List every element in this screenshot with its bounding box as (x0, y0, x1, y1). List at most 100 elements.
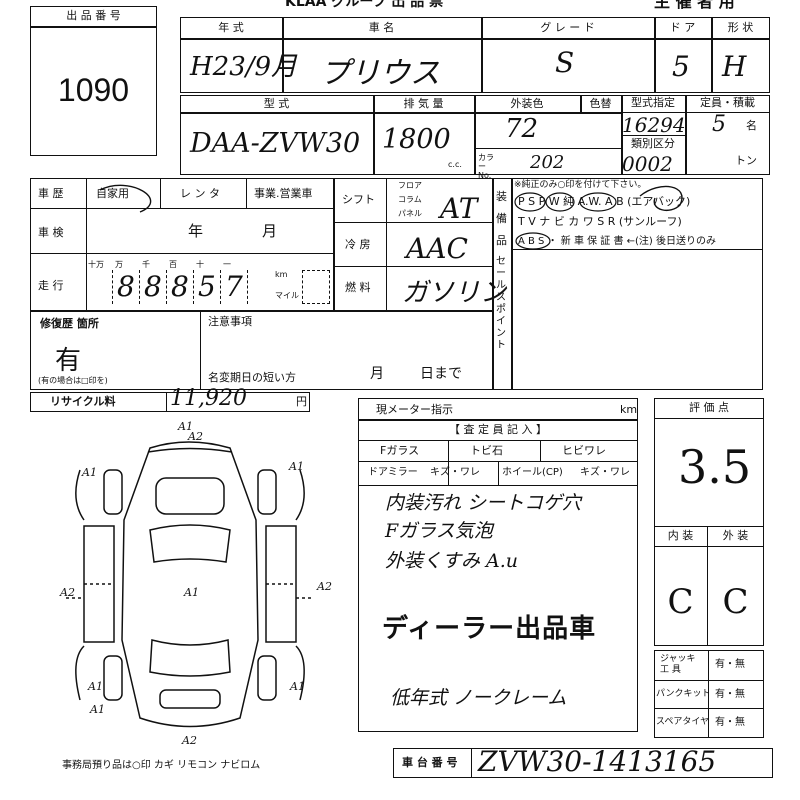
door-label: ド ア (669, 21, 696, 34)
mileage-digit-box: 8 (139, 270, 166, 304)
capacity-unit: 名 (746, 119, 757, 132)
ac-label: 冷 房 (345, 238, 371, 251)
lot-number-box (30, 6, 157, 156)
diagram-mark-roof: A1 (184, 586, 199, 599)
sales-point-label: セールスポイント (496, 256, 506, 351)
exterior-color-value: 72 (505, 114, 539, 144)
top-row-box (180, 17, 770, 93)
recycle-label: リサイクル料 (50, 395, 116, 408)
shape-value: H (722, 50, 747, 83)
organizer-label: 主 催 者 用 (654, 0, 735, 11)
mileage-digit-label: 十万 (88, 260, 104, 269)
year-value: H23/9月 (190, 52, 298, 82)
mileage-digit-box: 7 (220, 270, 247, 304)
mileage-digit-label: 十 (196, 260, 204, 269)
f-glass-label: Fガラス (380, 444, 420, 457)
diagram-mark-right-rear: A1 (290, 680, 305, 693)
diagram-mark-left-side: A2 (60, 586, 75, 599)
shape-label: 形 状 (727, 21, 754, 34)
year-label: 年 式 (218, 21, 244, 34)
mileage-digit-box: 8 (166, 270, 193, 304)
stone-chip-label: トビ石 (470, 444, 503, 457)
cc-unit: c.c. (448, 160, 462, 169)
history-label: 車 歴 (38, 187, 64, 200)
plate-change-day: 日まで (420, 366, 462, 382)
equipment-note: ※純正のみ○印を付けて下さい。 (514, 180, 647, 190)
exterior-color-label: 外装色 (510, 97, 544, 110)
type-designation-label: 型式指定 (631, 96, 675, 109)
plate-change-month: 月 (370, 366, 384, 382)
diagram-mark-front-bumper: A2 (188, 430, 203, 443)
inspection-comment-1: 内装汚れ シートコゲ穴 (385, 492, 582, 514)
mileage-digit: 8 (144, 270, 162, 303)
inspection-report-title: 【 査 定 員 記 入 】 (449, 423, 547, 436)
form-title: KLAA グループ 出 品 票 (285, 0, 444, 10)
model-value: DAA-ZVW30 (190, 128, 361, 159)
puncture-yes-no: 有・無 (715, 689, 745, 700)
meter-label: 現メーター指示 (376, 403, 453, 416)
repair-history-note: (有の場合は□印を) (38, 376, 108, 385)
diagram-mark-left-front: A1 (82, 466, 97, 479)
interior-label: 内 装 (667, 529, 694, 542)
km-label: km (275, 270, 288, 279)
inspection-comment-4: 低年式 ノークレーム (390, 687, 567, 709)
fuel-value: ガソリン (402, 278, 507, 308)
car-name-label: 車 名 (368, 21, 395, 34)
panel-label: パネル (398, 209, 422, 218)
mileage-digit-label: 千 (142, 260, 150, 269)
ac-value: AAC (406, 232, 468, 265)
car-name-value: プリウス (320, 56, 440, 91)
wheel-label: ホイール(CP) (502, 467, 563, 478)
floor-label: フロア (398, 181, 422, 190)
ton-unit: トン (735, 154, 757, 167)
recycle-box (30, 392, 310, 412)
inspection-comment-3: 外装くすみ A.u (385, 550, 519, 572)
business-use-label: 事業.営業車 (254, 187, 313, 200)
inspection-month-unit: 月 (262, 222, 278, 240)
grade-label: グ レ ー ド (540, 21, 595, 34)
shift-label: シフト (342, 193, 375, 206)
diagram-mark-left-rear-2: A1 (90, 703, 105, 716)
lot-number: 1090 (57, 72, 130, 108)
displacement-label: 排 気 量 (403, 97, 444, 110)
wheel-mark: キズ・ワレ (580, 467, 630, 478)
shift-value: AT (440, 192, 478, 225)
displacement-value: 1800 (382, 124, 451, 155)
mid-block (30, 178, 763, 390)
mileage-digit-label: 万 (115, 260, 123, 269)
chassis-box (393, 748, 773, 778)
mileage-label: 走 行 (38, 279, 64, 292)
rental-label: レ ン タ (180, 187, 220, 200)
mileage-digit-box (247, 270, 274, 304)
category-label: 類別区分 (631, 137, 675, 150)
mileage-digit-label: 百 (169, 260, 177, 269)
dealer-stamp: ディーラー出品車 (378, 604, 628, 652)
chassis-label: 車 台 番 号 (402, 756, 458, 769)
interior-value: C (667, 582, 694, 622)
jack-yes-no: 有・無 (715, 659, 745, 670)
rating-value: 3.5 (678, 440, 752, 494)
mileage-digit: 5 (198, 270, 216, 303)
equipment-line3: A B S ・ 新 車 保 証 書 ←(注) 後日送りのみ (518, 236, 717, 247)
exterior-label: 外 装 (722, 529, 749, 542)
category-value: 0002 (622, 152, 673, 176)
puncture-kit-label: パンクキット (656, 689, 711, 699)
exterior-value: C (722, 582, 749, 622)
office-note: 事務局預り品は○印 カギ リモコン ナビロム (62, 760, 261, 771)
mileage-digit-box: 8 (112, 270, 139, 304)
mileage-digit: 7 (225, 270, 243, 303)
recycle-value: 11,920 (170, 386, 247, 411)
rating-label: 評 価 点 (689, 401, 729, 414)
door-value: 5 (672, 50, 690, 83)
inspection-comment-2: Fガラス気泡 (385, 520, 493, 542)
mile-box (302, 270, 330, 304)
repair-history-value: 有 (55, 346, 82, 376)
lot-number-label: 出 品 番 号 (66, 9, 121, 22)
color-no-value: 202 (530, 152, 565, 173)
door-mirror-mark: キズ・ワレ (430, 467, 480, 478)
inspection-year-unit: 年 (188, 222, 204, 240)
inspection-report-box (358, 420, 638, 732)
mileage-digit-box: 5 (193, 270, 220, 304)
